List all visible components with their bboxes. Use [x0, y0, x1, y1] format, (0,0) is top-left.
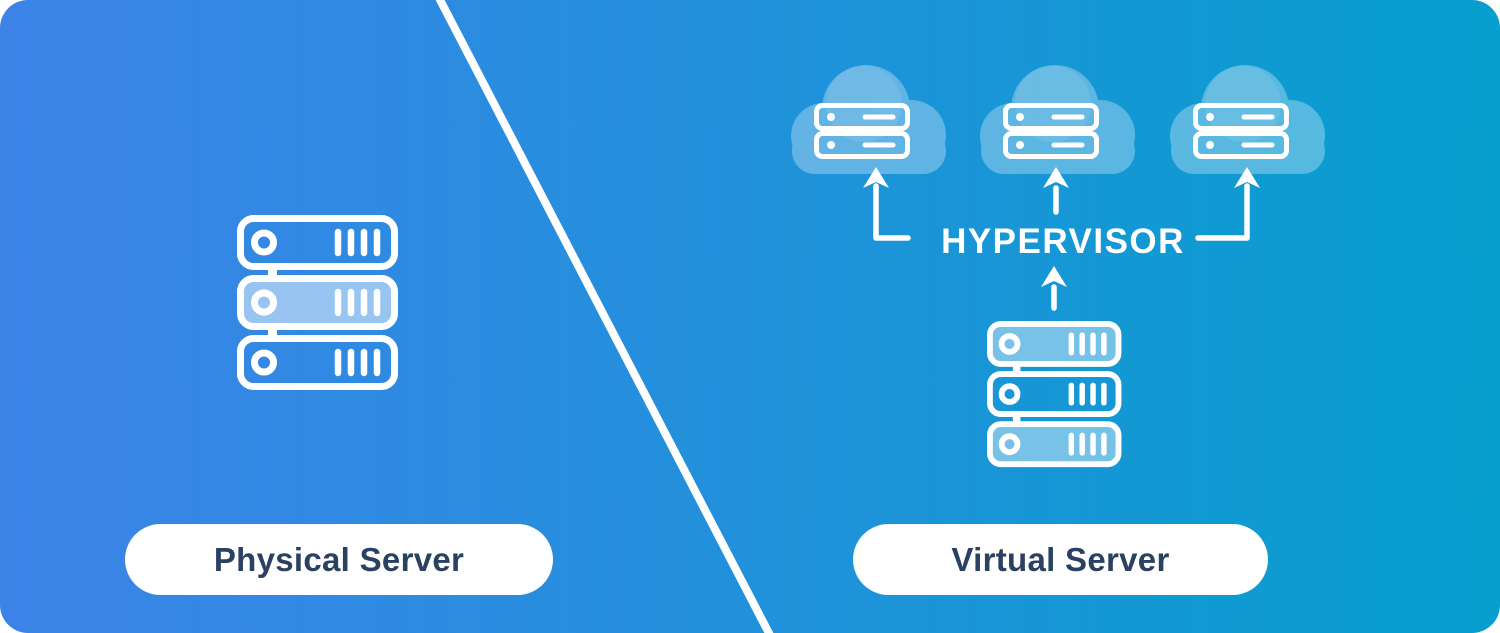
virtual-host-server-icon [990, 324, 1119, 464]
arrow-up-middle-icon [1043, 167, 1069, 215]
physical-server-label: Physical Server [213, 540, 465, 578]
cloud-server-icon-3 [1170, 65, 1325, 174]
physical-server-label-pill: Physical Server [125, 524, 553, 595]
arrow-up-right-icon [1195, 167, 1260, 241]
arrow-up-host-icon [1041, 266, 1067, 311]
virtual-server-label-pill: Virtual Server [853, 524, 1268, 595]
arrows-group [863, 167, 1260, 311]
virtual-server-label: Virtual Server [951, 540, 1170, 578]
cloud-server-icon-2 [980, 65, 1135, 174]
hypervisor-label: HYPERVISOR [941, 222, 1185, 261]
physical-server-icon [241, 219, 395, 387]
arrow-up-left-icon [863, 167, 911, 241]
cloud-server-icon-1 [791, 65, 946, 174]
diagonal-divider-line [435, 0, 774, 633]
